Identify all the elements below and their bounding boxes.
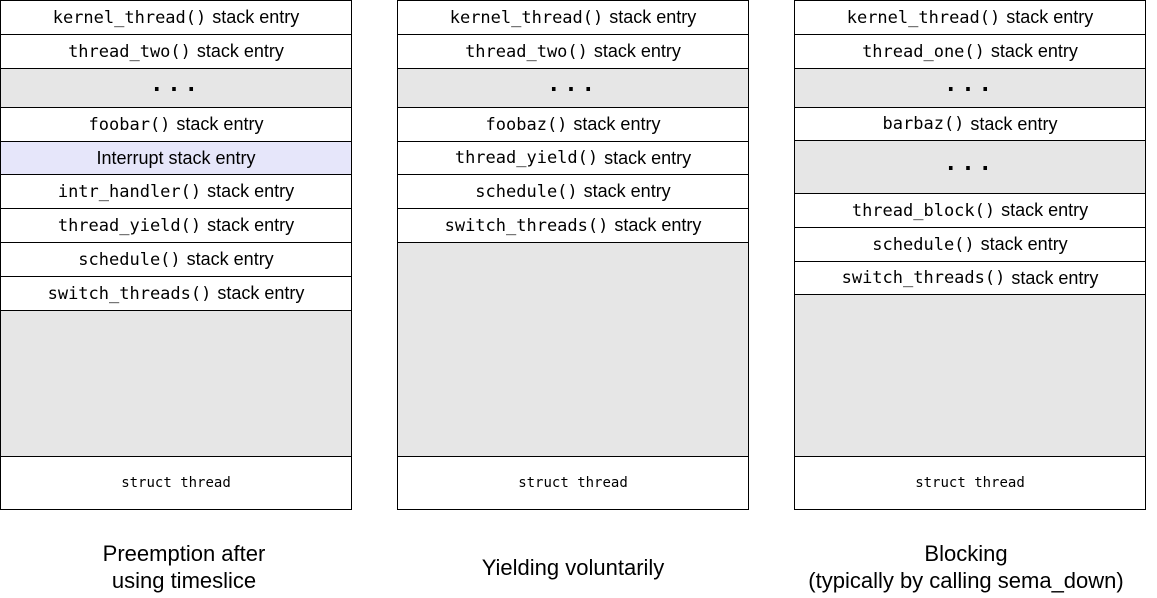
stack-entry-interrupt: Interrupt stack entry [1,142,351,175]
struct-thread-block: struct thread [398,456,748,509]
stack-entry-kernel-thread: kernel_thread()stack entry [1,1,351,35]
entry-suffix: stack entry [186,249,274,269]
stack-entry-schedule: schedule()stack entry [1,243,351,277]
entry-suffix: stack entry [212,7,300,27]
stack-entry-thread-block: thread_block()stack entry [795,194,1145,228]
entry-suffix: stack entry [593,41,681,61]
stack-gap: ... [1,69,351,108]
function-name: kernel_thread() [846,7,1001,28]
entry-suffix: stack entry [980,234,1068,254]
stack-entry-switch-threads: switch_threads()stack entry [1,277,351,311]
entry-suffix: stack entry [176,114,264,134]
function-name: thread_two() [68,41,191,62]
entry-suffix: stack entry [207,181,295,201]
stack-entry-intr-handler: intr_handler()stack entry [1,175,351,209]
struct-thread-block: struct thread [795,456,1145,509]
stack-entry-foobaz: foobaz()stack entry [398,108,748,142]
stack-yielding: kernel_thread()stack entry thread_two()s… [397,0,749,510]
entry-suffix: stack entry [1006,7,1094,27]
entry-suffix: stack entry [583,181,671,201]
stack-entry-schedule: schedule()stack entry [398,175,748,209]
function-name: foobar() [88,114,171,135]
stack-entry-thread-yield: thread_yield()stack entry [1,209,351,243]
struct-thread-label: struct thread [915,475,1025,491]
caption-line: using timeslice [111,568,257,593]
struct-thread-block: struct thread [1,456,351,509]
function-name: intr_handler() [57,181,202,202]
stack-entry-switch-threads: switch_threads()stack entry [795,262,1145,295]
ellipsis: ... [944,71,996,97]
divider-line [351,174,352,242]
entry-suffix: stack entry [609,7,697,27]
stack-gap: ... [398,69,748,108]
entry-suffix: stack entry [1001,200,1089,220]
function-name: kernel_thread() [52,7,207,28]
function-name: switch_threads() [444,215,609,236]
caption-line: Yielding voluntarily [481,555,665,580]
struct-thread-label: struct thread [121,475,231,491]
function-name: kernel_thread() [449,7,604,28]
entry-suffix: stack entry [217,283,305,303]
stack-entry-thread-yield: thread_yield()stack entry [398,142,748,175]
entry-suffix: stack entry [614,215,702,235]
function-name: schedule() [872,234,975,255]
function-name: foobaz() [485,114,568,135]
stack-entry-schedule: schedule()stack entry [795,228,1145,262]
caption-yielding: Yielding voluntarily [383,554,763,581]
function-name: switch_threads() [47,283,212,304]
ellipsis: ... [547,71,599,97]
struct-thread-label: struct thread [518,475,628,491]
entry-label: Interrupt stack entry [96,147,256,168]
stack-gap: ... [795,69,1145,108]
function-name: thread_yield() [57,215,202,236]
function-name: thread_yield() [454,148,599,168]
entry-suffix: stack entry [970,113,1058,134]
entry-suffix: stack entry [196,41,284,61]
ellipsis: ... [150,71,202,97]
stack-entry-kernel-thread: kernel_thread()stack entry [398,1,748,35]
caption-line: (typically by calling sema_down) [808,568,1124,593]
stack-entry-thread-two: thread_two()stack entry [1,35,351,69]
stack-entry-kernel-thread: kernel_thread()stack entry [795,1,1145,35]
function-name: switch_threads() [841,268,1006,288]
function-name: schedule() [475,181,578,202]
ellipsis: ... [944,150,996,176]
caption-preemption: Preemption after using timeslice [0,540,374,594]
stack-gap: ... [795,141,1145,194]
entry-suffix: stack entry [990,41,1078,61]
stack-blocking: kernel_thread()stack entry thread_one()s… [794,0,1146,510]
entry-suffix: stack entry [604,147,692,168]
stack-entry-switch-threads: switch_threads()stack entry [398,209,748,243]
caption-line: Preemption after [102,541,266,566]
function-name: barbaz() [882,114,965,134]
stack-preemption: kernel_thread()stack entry thread_two()s… [0,0,352,510]
entry-suffix: stack entry [207,215,295,235]
function-name: thread_block() [851,200,996,221]
caption-blocking: Blocking (typically by calling sema_down… [776,540,1156,594]
stack-entry-thread-one: thread_one()stack entry [795,35,1145,69]
function-name: schedule() [78,249,181,270]
function-name: thread_two() [465,41,588,62]
caption-line: Blocking [924,541,1008,566]
entry-suffix: stack entry [573,114,661,134]
stack-entry-barbaz: barbaz()stack entry [795,108,1145,141]
function-name: thread_one() [862,41,985,62]
entry-suffix: stack entry [1011,267,1099,288]
stack-entry-thread-two: thread_two()stack entry [398,35,748,69]
stack-entry-foobar: foobar()stack entry [1,108,351,142]
